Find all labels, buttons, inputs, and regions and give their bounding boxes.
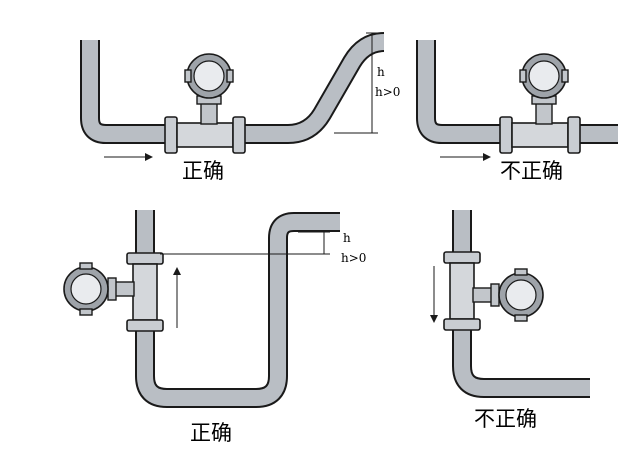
panel-top-right: 不正确 (416, 40, 618, 183)
h-label: h (377, 65, 385, 79)
h-condition-label: h>0 (375, 85, 400, 99)
caption-correct: 正确 (182, 159, 224, 183)
h-dimension (160, 231, 330, 255)
flowmeter-bottom-left (63, 252, 164, 332)
pipe-bottom-left (135, 210, 340, 408)
h-condition-label: h>0 (341, 251, 366, 265)
pipe-top-right (416, 40, 618, 144)
flowmeter-top-left (164, 53, 246, 154)
h-dimension (334, 32, 378, 134)
flowmeter-bottom-right (443, 251, 544, 331)
panel-top-left: h h>0 正确 (80, 32, 400, 183)
pipe-bottom-right (452, 210, 590, 398)
panel-bottom-right: 不正确 (430, 210, 590, 431)
caption-incorrect: 不正确 (500, 159, 563, 183)
flowmeter-top-right (499, 53, 581, 154)
caption-incorrect: 不正确 (474, 407, 537, 431)
caption-correct: 正确 (190, 421, 232, 445)
h-label: h (343, 231, 351, 245)
panel-bottom-left: h h>0 正确 (63, 210, 366, 445)
pipe-top-left (80, 32, 385, 144)
